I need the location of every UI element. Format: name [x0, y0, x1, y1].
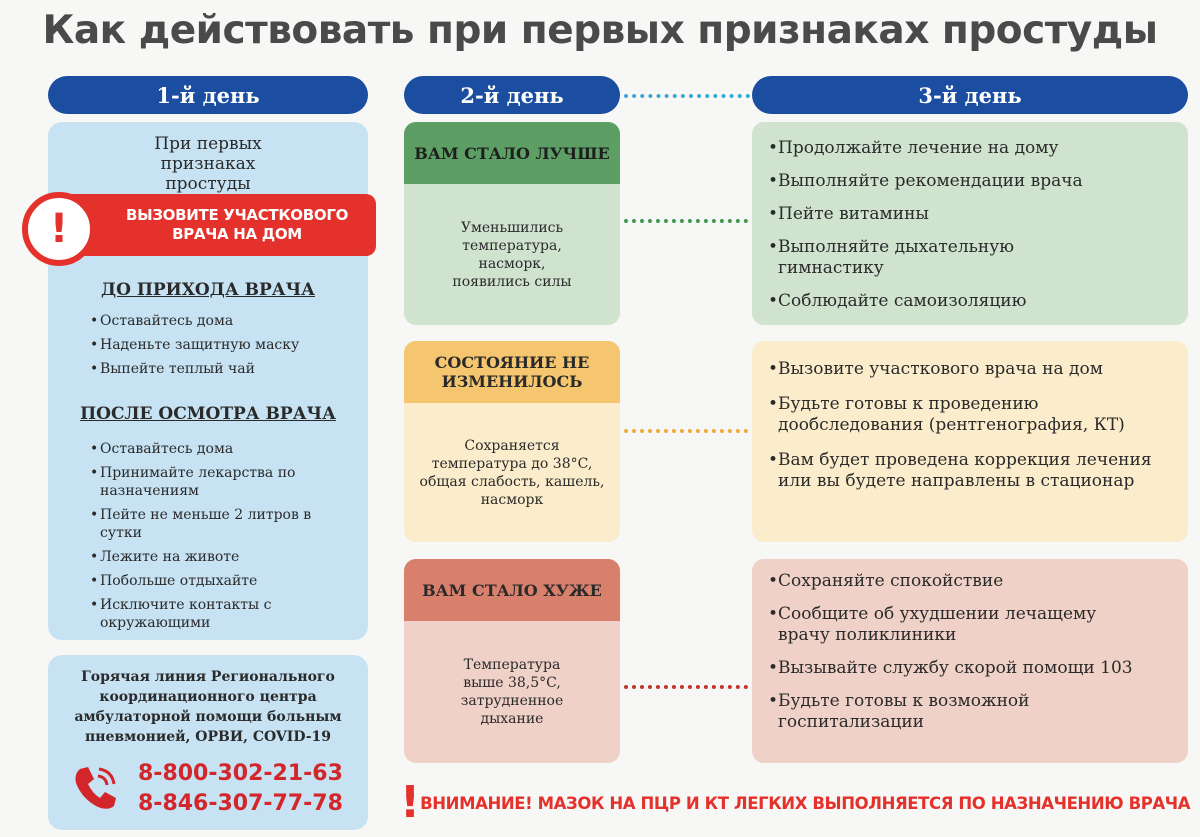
after-doctor-list: Оставайтесь дома Принимайте лекарства по… [90, 440, 360, 638]
warning-text: ВНИМАНИЕ! МАЗОК НА ПЦР И КТ ЛЕГКИХ ВЫПОЛ… [420, 793, 1191, 813]
actions-worse-list: Сохраняйте спокойствие Сообщите об ухудш… [768, 571, 1178, 733]
page-title: Как действовать при первых признаках про… [42, 8, 1158, 53]
actions-better: Продолжайте лечение на дому Выполняйте р… [752, 122, 1188, 325]
phone-number-2[interactable]: 8-846-307-77-78 [138, 791, 343, 816]
state-better-heading: ВАМ СТАЛО ЛУЧШЕ [404, 122, 620, 184]
list-item: Продолжайте лечение на дому [768, 138, 1178, 159]
list-item: Исключите контакты с окружающими [90, 596, 290, 632]
state-better-text: Уменьшились температура, насморк, появил… [452, 219, 572, 290]
actions-better-list: Продолжайте лечение на дому Выполняйте р… [768, 138, 1178, 312]
actions-same: Вызовите участкового врача на дом Будьте… [752, 341, 1188, 542]
day3-header: 3-й день [752, 76, 1188, 114]
actions-worse: Сохраняйте спокойствие Сообщите об ухудш… [752, 559, 1188, 763]
list-item: Побольше отдыхайте [90, 572, 360, 590]
list-item: Сохраняйте спокойствие [768, 571, 1178, 592]
hotline-panel: Горячая линия Регионального координацион… [48, 655, 368, 830]
list-item: Пейте не меньше 2 литров в сутки [90, 506, 330, 542]
state-same-text: Сохраняется температура до 38°C, общая с… [419, 437, 605, 508]
list-item: Будьте готовы к возможной госпитализации [768, 691, 1068, 733]
connector-dotted-same [624, 429, 748, 433]
list-item: Соблюдайте самоизоляцию [768, 291, 1178, 312]
list-item: Оставайтесь дома [90, 312, 360, 330]
list-item: Выполняйте рекомендации врача [768, 171, 1178, 192]
list-item: Наденьте защитную маску [90, 336, 360, 354]
list-item: Выполняйте дыхательную гимнастику [768, 237, 1068, 279]
list-item: Принимайте лекарства по назначениям [90, 464, 310, 500]
connector-dotted-better [624, 219, 748, 223]
first-signs-text: При первых признаках простуды [154, 134, 262, 194]
connector-dotted-day [624, 94, 750, 98]
exclamation-icon: ! [22, 192, 96, 266]
list-item: Выпейте теплый чай [90, 360, 360, 378]
list-item: Вызывайте службу скорой помощи 103 [768, 658, 1178, 679]
state-worse-heading: ВАМ СТАЛО ХУЖЕ [404, 559, 620, 621]
list-item: Будьте готовы к проведению дообследовани… [768, 394, 1178, 436]
exclamation-icon: ! [400, 777, 421, 828]
call-doctor-banner: ВЫЗОВИТЕ УЧАСТКОВОГО ВРАЧА НА ДОМ [58, 194, 376, 256]
state-better: ВАМ СТАЛО ЛУЧШЕ Уменьшились температура,… [404, 122, 620, 325]
before-doctor-heading: ДО ПРИХОДА ВРАЧА [101, 280, 315, 300]
list-item: Пейте витамины [768, 204, 1178, 225]
state-worse-text: Температура выше 38,5°C, затрудненное ды… [460, 657, 564, 727]
connector-dotted-worse [624, 685, 748, 689]
before-doctor-list: Оставайтесь дома Наденьте защитную маску… [90, 312, 360, 384]
list-item: Сообщите об ухудшении лечащему врачу пол… [768, 604, 1148, 646]
state-same-heading: СОСТОЯНИЕ НЕ ИЗМЕНИЛОСЬ [404, 341, 620, 403]
after-doctor-heading: ПОСЛЕ ОСМОТРА ВРАЧА [80, 404, 336, 424]
actions-same-list: Вызовите участкового врача на дом Будьте… [768, 359, 1178, 492]
state-same: СОСТОЯНИЕ НЕ ИЗМЕНИЛОСЬ Сохраняется темп… [404, 341, 620, 542]
list-item: Вызовите участкового врача на дом [768, 359, 1178, 380]
list-item: Вам будет проведена коррекция лечения ил… [768, 450, 1178, 492]
phone-icon [75, 767, 116, 809]
warning-banner: ! ВНИМАНИЕ! МАЗОК НА ПЦР И КТ ЛЕГКИХ ВЫП… [400, 777, 1191, 828]
hotline-text: Горячая линия Регионального координацион… [74, 669, 342, 745]
list-item: Лежите на животе [90, 548, 360, 566]
day1-header: 1-й день [48, 76, 368, 114]
phone-number-1[interactable]: 8-800-302-21-63 [138, 761, 343, 786]
day2-header: 2-й день [404, 76, 620, 114]
list-item: Оставайтесь дома [90, 440, 360, 458]
state-worse: ВАМ СТАЛО ХУЖЕ Температура выше 38,5°C, … [404, 559, 620, 763]
